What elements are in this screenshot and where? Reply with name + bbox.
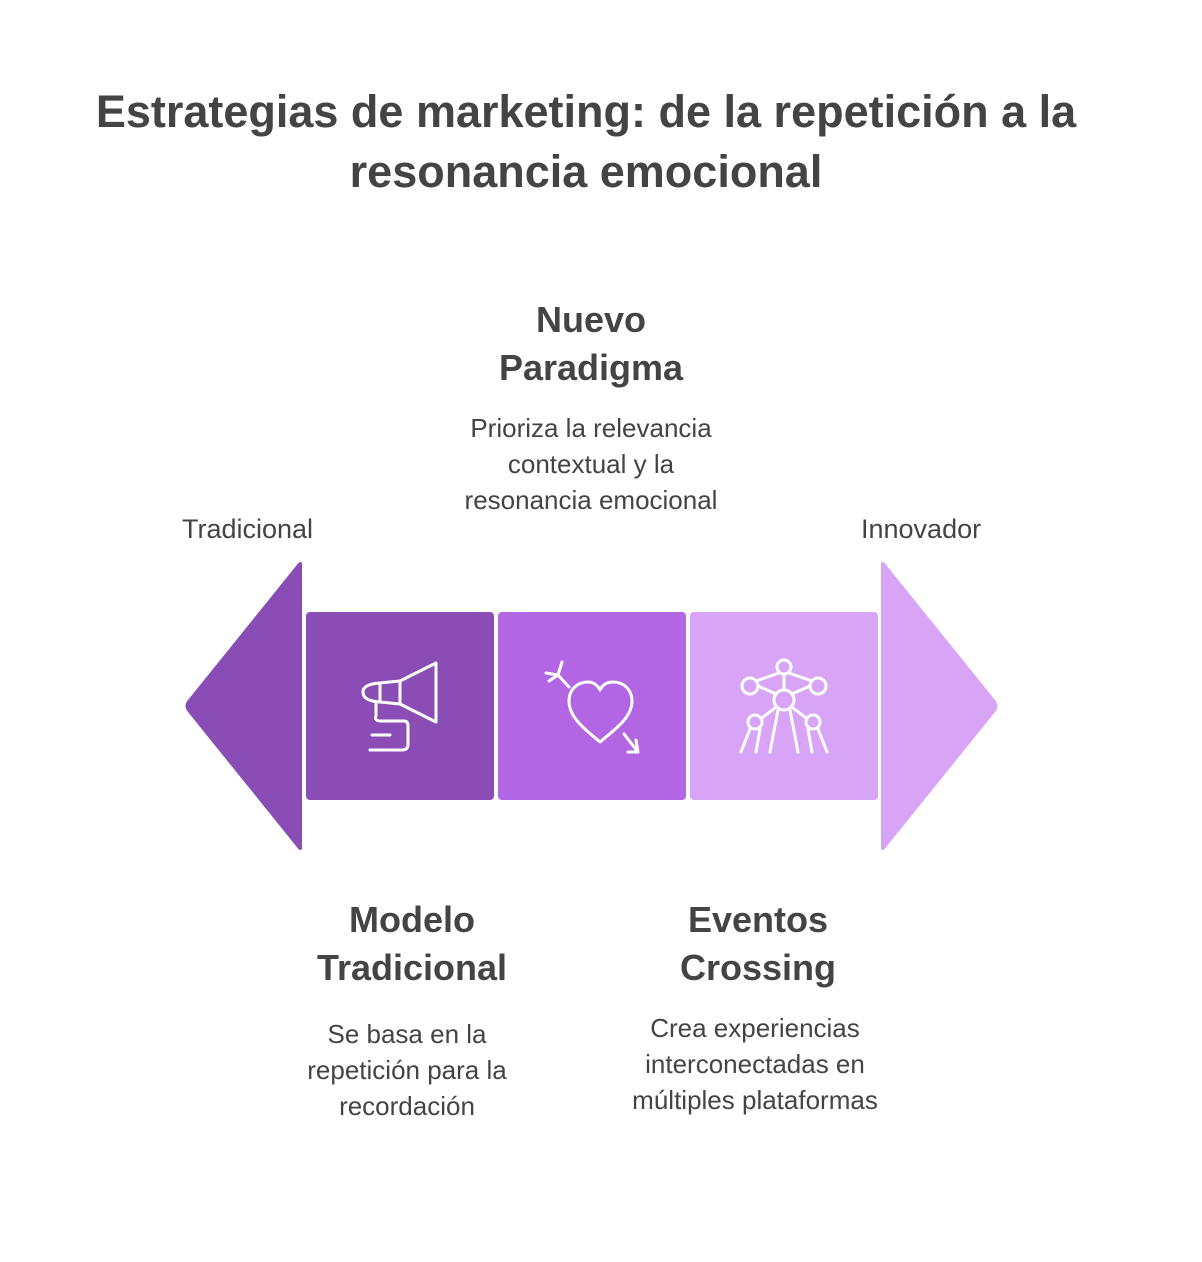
megaphone-icon (361, 661, 438, 752)
step-heading-modelo-tradicional: Modelo Tradicional (316, 899, 508, 988)
heart-arrow-icon (544, 660, 640, 754)
step-heading-nuevo-paradigma: Nuevo Paradigma (498, 299, 684, 388)
network-structure-icon (739, 658, 829, 754)
step-box-eventos-crossing (690, 612, 878, 800)
step-box-modelo-tradicional (306, 612, 494, 800)
step-heading-eventos-crossing: Eventos Crossing (679, 899, 837, 988)
scale-left-label: Tradicional (182, 514, 314, 544)
step-description-eventos-crossing: Crea experiencias interconectadas en múl… (632, 1013, 878, 1115)
page-title: Estrategias de marketing: de la repetici… (95, 86, 1077, 197)
step-box-nuevo-paradigma (498, 612, 686, 800)
step-description-modelo-tradicional: Se basa en la repetición para la recorda… (307, 1019, 507, 1121)
left-arrowhead (185, 562, 302, 850)
right-arrowhead (881, 562, 998, 850)
scale-right-label: Innovador (861, 514, 982, 544)
step-description-nuevo-paradigma: Prioriza la relevancia contextual y la r… (464, 413, 718, 515)
